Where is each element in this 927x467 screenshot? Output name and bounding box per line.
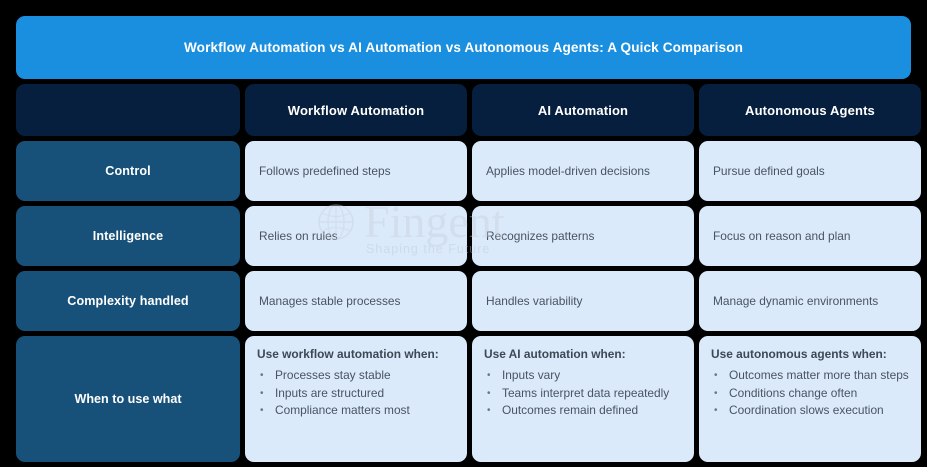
row-label-when-to-use-what: When to use what bbox=[16, 336, 240, 462]
cell-text: Applies model-driven decisions bbox=[486, 163, 650, 178]
usage-title: Use workflow automation when: bbox=[257, 347, 439, 361]
cell-usage-agents: Use autonomous agents when: Outcomes mat… bbox=[699, 336, 921, 462]
usage-bullet-item: Teams interpret data repeatedly bbox=[484, 385, 682, 403]
cell-usage-workflow: Use workflow automation when: Processes … bbox=[245, 336, 467, 462]
row-label-control: Control bbox=[16, 141, 240, 201]
usage-title: Use autonomous agents when: bbox=[711, 347, 887, 361]
cell-text: Follows predefined steps bbox=[259, 163, 391, 178]
cell-intelligence-workflow: Relies on rules bbox=[245, 206, 467, 266]
usage-bullet-item: Outcomes matter more than steps bbox=[711, 367, 909, 385]
cell-text: Handles variability bbox=[486, 293, 583, 308]
header-label: Autonomous Agents bbox=[745, 102, 875, 118]
cell-text: Focus on reason and plan bbox=[713, 228, 851, 243]
table-row: When to use what Use workflow automation… bbox=[16, 336, 921, 462]
header-cell-autonomous-agents: Autonomous Agents bbox=[699, 84, 921, 136]
cell-control-agents: Pursue defined goals bbox=[699, 141, 921, 201]
table-row: Complexity handled Manages stable proces… bbox=[16, 271, 921, 331]
cell-intelligence-ai: Recognizes patterns bbox=[472, 206, 694, 266]
header-cell-ai-automation: AI Automation bbox=[472, 84, 694, 136]
row-label: Intelligence bbox=[92, 229, 164, 243]
page-title: Workflow Automation vs AI Automation vs … bbox=[183, 40, 743, 55]
row-label: Complexity handled bbox=[67, 294, 189, 308]
row-label-intelligence: Intelligence bbox=[16, 206, 240, 266]
header-label: Workflow Automation bbox=[287, 102, 425, 118]
usage-bullet-item: Conditions change often bbox=[711, 385, 909, 403]
cell-usage-ai: Use AI automation when: Inputs varyTeams… bbox=[472, 336, 694, 462]
cell-text: Relies on rules bbox=[259, 228, 338, 243]
table-row: Intelligence Relies on rules Recognizes … bbox=[16, 206, 921, 266]
table-header-row: Workflow Automation AI Automation Autono… bbox=[16, 84, 921, 136]
usage-bullet-item: Inputs vary bbox=[484, 367, 682, 385]
cell-complexity-agents: Manage dynamic environments bbox=[699, 271, 921, 331]
cell-control-workflow: Follows predefined steps bbox=[245, 141, 467, 201]
cell-complexity-workflow: Manages stable processes bbox=[245, 271, 467, 331]
usage-bullet-list: Inputs varyTeams interpret data repeated… bbox=[484, 367, 682, 420]
row-label: Control bbox=[105, 164, 151, 178]
cell-intelligence-agents: Focus on reason and plan bbox=[699, 206, 921, 266]
cell-control-ai: Applies model-driven decisions bbox=[472, 141, 694, 201]
header-corner-cell bbox=[16, 84, 240, 136]
usage-bullet-item: Outcomes remain defined bbox=[484, 402, 682, 420]
row-label: When to use what bbox=[74, 392, 182, 406]
header-cell-workflow-automation: Workflow Automation bbox=[245, 84, 467, 136]
cell-text: Pursue defined goals bbox=[713, 163, 825, 178]
usage-bullet-item: Coordination slows execution bbox=[711, 402, 909, 420]
cell-text: Manages stable processes bbox=[259, 293, 401, 308]
cell-complexity-ai: Handles variability bbox=[472, 271, 694, 331]
usage-bullet-item: Processes stay stable bbox=[257, 367, 455, 385]
table-row: Control Follows predefined steps Applies… bbox=[16, 141, 921, 201]
usage-title: Use AI automation when: bbox=[484, 347, 626, 361]
cell-text: Manage dynamic environments bbox=[713, 293, 879, 308]
usage-bullet-list: Outcomes matter more than stepsCondition… bbox=[711, 367, 909, 420]
page-title-banner: Workflow Automation vs AI Automation vs … bbox=[16, 16, 911, 79]
row-label-complexity-handled: Complexity handled bbox=[16, 271, 240, 331]
usage-bullet-item: Inputs are structured bbox=[257, 385, 455, 403]
cell-text: Recognizes patterns bbox=[486, 228, 595, 243]
header-label: AI Automation bbox=[537, 102, 629, 118]
usage-bullet-list: Processes stay stableInputs are structur… bbox=[257, 367, 455, 420]
usage-bullet-item: Compliance matters most bbox=[257, 402, 455, 420]
